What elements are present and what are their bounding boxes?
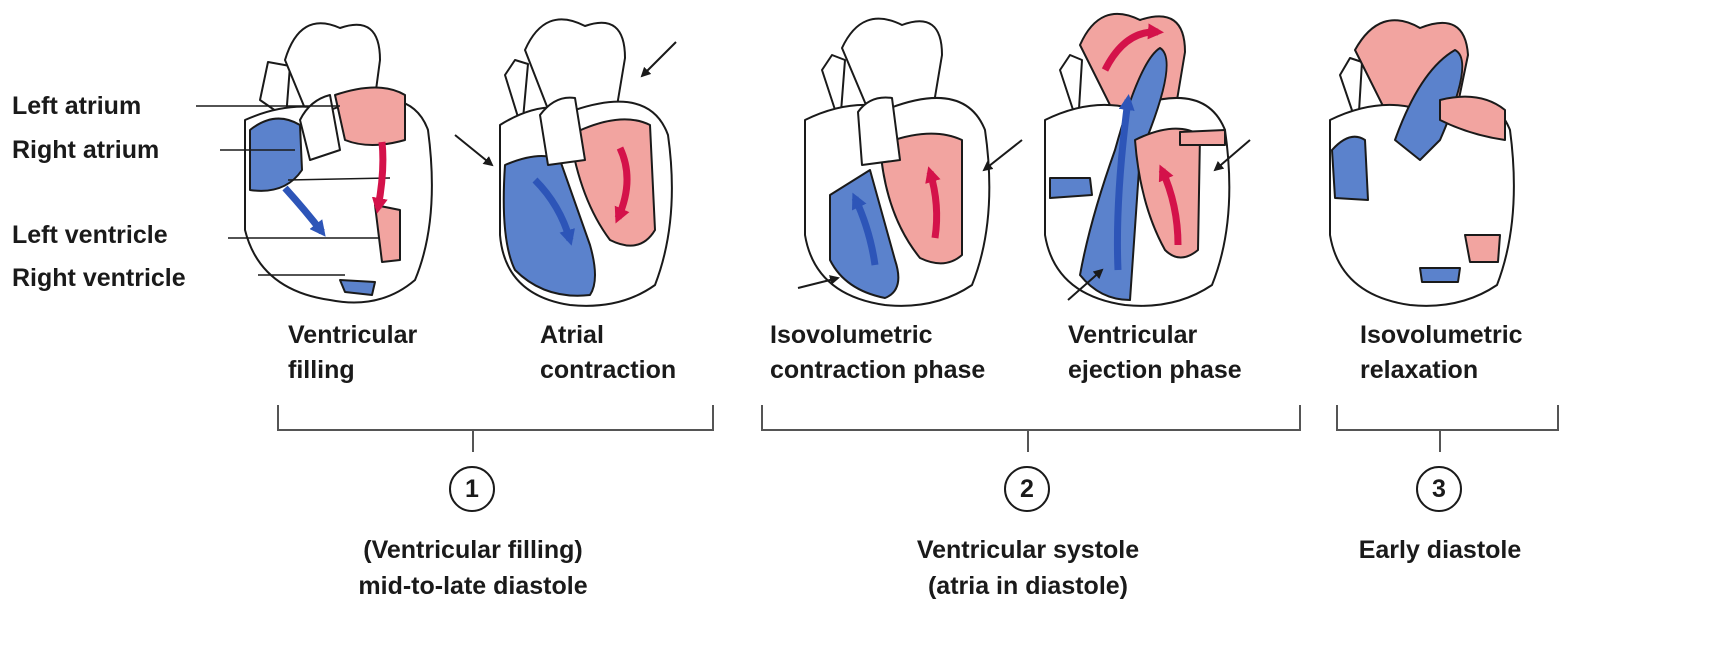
group-caption-line2: (atria in diastole) bbox=[878, 568, 1178, 604]
group-caption-2: Ventricular systole (atria in diastole) bbox=[878, 532, 1178, 604]
group-caption-3: Early diastole bbox=[1310, 532, 1570, 568]
phase-caption-line1: Isovolumetric bbox=[770, 318, 985, 353]
phase-caption-line1: Ventricular bbox=[288, 318, 417, 353]
label-left-ventricle: Left ventricle bbox=[12, 221, 168, 250]
group-number-badge-2: 2 bbox=[1004, 466, 1050, 512]
phase-caption-line1: Isovolumetric bbox=[1360, 318, 1523, 353]
phase-caption-line2: contraction bbox=[540, 353, 676, 388]
phase-caption-line2: relaxation bbox=[1360, 353, 1523, 388]
heart-isovolumetric-relaxation bbox=[1330, 20, 1514, 306]
label-right-ventricle: Right ventricle bbox=[12, 264, 186, 293]
heart-isovolumetric-contraction bbox=[798, 19, 1022, 306]
group-brackets bbox=[278, 405, 1558, 452]
heart-ventricular-ejection bbox=[1045, 14, 1250, 306]
group-caption-1: (Ventricular filling) mid-to-late diasto… bbox=[323, 532, 623, 604]
phase-caption-line2: filling bbox=[288, 353, 417, 388]
group-number-badge-1: 1 bbox=[449, 466, 495, 512]
phase-caption-line2: contraction phase bbox=[770, 353, 985, 388]
group-number-badge-3: 3 bbox=[1416, 466, 1462, 512]
label-left-atrium: Left atrium bbox=[12, 92, 141, 121]
heart-ventricular-filling bbox=[245, 23, 432, 302]
group-caption-line1: Early diastole bbox=[1310, 532, 1570, 568]
phase-caption-isovolumetric-contraction: Isovolumetric contraction phase bbox=[770, 318, 985, 388]
phase-caption-line1: Atrial bbox=[540, 318, 676, 353]
heart-atrial-contraction bbox=[455, 19, 676, 306]
phase-caption-ventricular-filling: Ventricular filling bbox=[288, 318, 417, 388]
group-caption-line2: mid-to-late diastole bbox=[323, 568, 623, 604]
label-right-atrium: Right atrium bbox=[12, 136, 159, 165]
phase-caption-atrial-contraction: Atrial contraction bbox=[540, 318, 676, 388]
phase-caption-ventricular-ejection: Ventricular ejection phase bbox=[1068, 318, 1242, 388]
group-caption-line1: (Ventricular filling) bbox=[323, 532, 623, 568]
group-caption-line1: Ventricular systole bbox=[878, 532, 1178, 568]
phase-caption-isovolumetric-relaxation: Isovolumetric relaxation bbox=[1360, 318, 1523, 388]
phase-caption-line2: ejection phase bbox=[1068, 353, 1242, 388]
phase-caption-line1: Ventricular bbox=[1068, 318, 1242, 353]
